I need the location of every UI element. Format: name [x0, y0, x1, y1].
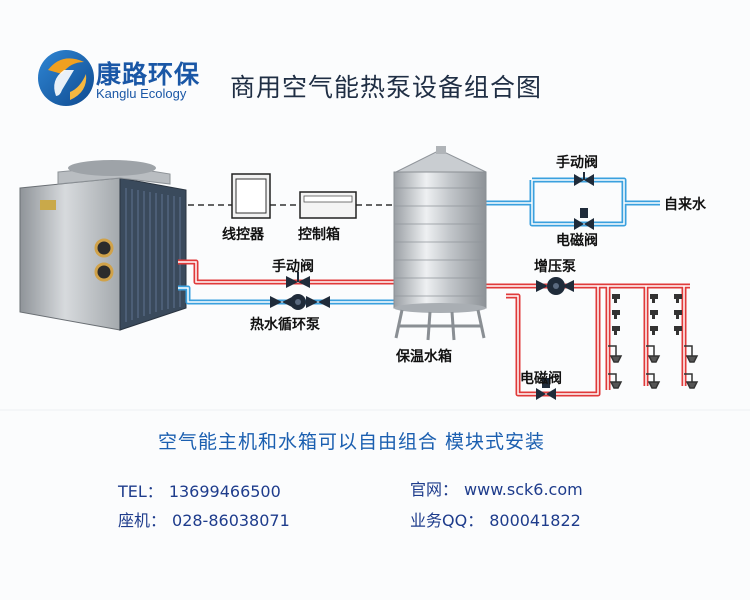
- pump-icon: [547, 277, 565, 295]
- page-title: 商用空气能热泵设备组合图: [230, 73, 543, 102]
- contact-tel-label: TEL：: [118, 482, 163, 501]
- pump-icon: [290, 294, 306, 310]
- water-tank-icon: [393, 146, 487, 341]
- label-circulation-pump: 热水循环泵: [250, 317, 320, 333]
- contact-qq-value: 800041822: [489, 511, 581, 530]
- contact-landline-label: 座机：: [118, 511, 167, 530]
- pipe-connector: [94, 238, 114, 258]
- contact-landline: 座机： 028-86038071: [118, 507, 290, 531]
- contact-tel-value: 13699466500: [168, 482, 281, 501]
- control-box-icon: [299, 191, 357, 219]
- label-control-box: 控制箱: [298, 227, 340, 243]
- valve-icon: [574, 172, 594, 186]
- label-solenoid-valve-bottom: 电磁阀: [520, 371, 562, 387]
- label-tap-water: 自来水: [664, 197, 706, 213]
- contact-qq: 业务QQ： 800041822: [410, 507, 581, 531]
- label-solenoid-valve-top: 电磁阀: [556, 233, 598, 249]
- line-controller-icon: [231, 173, 271, 219]
- valve-icon: [306, 296, 330, 308]
- valve-icon: [286, 272, 310, 288]
- label-booster-pump: 增压泵: [534, 259, 576, 275]
- label-manual-valve-left: 手动阀: [272, 259, 314, 275]
- valve-icon: [536, 378, 556, 400]
- brand-logo-icon: [38, 50, 94, 106]
- pipe-connector: [94, 262, 114, 282]
- label-manual-valve-top: 手动阀: [556, 155, 598, 171]
- contact-tel: TEL： 13699466500: [118, 478, 281, 502]
- brand-name-cn: 康路环保: [96, 60, 201, 89]
- slogan: 空气能主机和水箱可以自由组合 模块式安装: [158, 431, 546, 453]
- warning-label: [40, 200, 56, 210]
- faucet-icon: [612, 294, 682, 335]
- valve-icon: [536, 280, 574, 292]
- label-insulated-tank: 保温水箱: [396, 349, 452, 365]
- contact-website-label: 官网：: [410, 480, 459, 499]
- brand-name-en: Kanglu Ecology: [96, 86, 187, 101]
- contact-landline-value: 028-86038071: [172, 511, 290, 530]
- contact-website-value[interactable]: www.sck6.com: [464, 480, 583, 499]
- contact-qq-label: 业务QQ：: [410, 511, 484, 530]
- heat-pump-unit: [19, 160, 187, 331]
- shower-head-icon: [608, 345, 699, 389]
- label-line-controller: 线控器: [222, 227, 264, 243]
- valve-icon: [574, 208, 594, 230]
- contact-website: 官网： www.sck6.com: [410, 476, 583, 500]
